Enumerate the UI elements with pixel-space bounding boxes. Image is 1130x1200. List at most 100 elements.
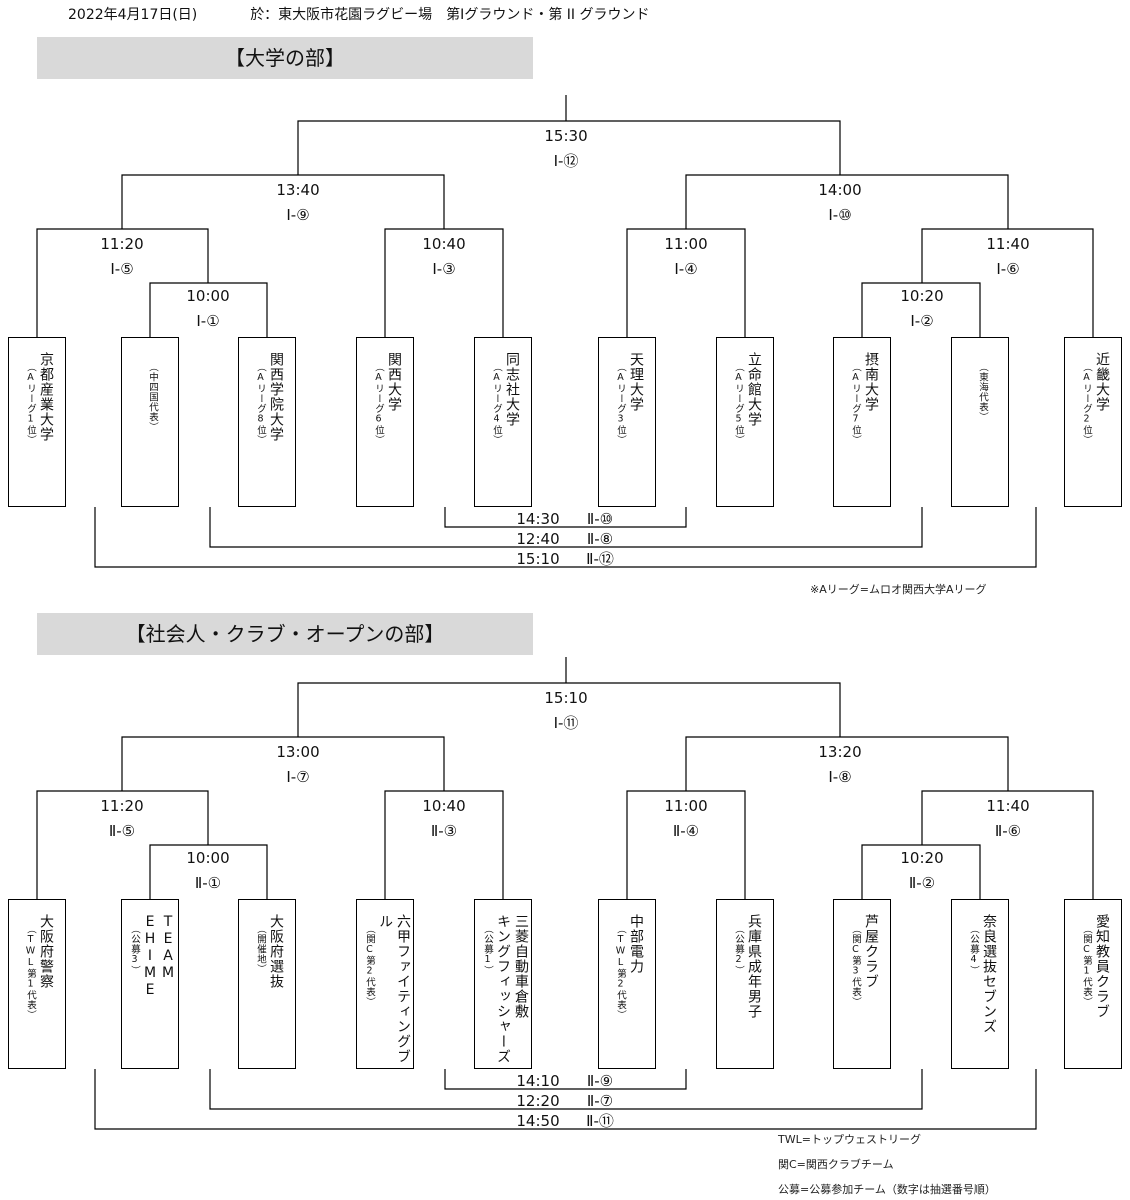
society-team-box-8: 芦屋クラブ（関C第3代表） xyxy=(833,899,891,1069)
university-match-4-time: 10:40 xyxy=(422,235,466,253)
university-match-9-ground: Ⅰ-⑫ xyxy=(553,152,579,170)
university-team-6-name: 天理大学 xyxy=(628,352,644,412)
university-team-10-qualifier: （Aリーグ2位） xyxy=(1081,362,1092,445)
society-team-3-qualifier: （開催地） xyxy=(255,924,266,974)
society-match-7-bracket xyxy=(121,736,445,791)
society-consolation-1-time: 14:10 xyxy=(516,1072,560,1090)
society-team-5-qualifier: （公募1） xyxy=(482,924,493,976)
society-consolation-2-time: 12:20 xyxy=(516,1092,560,1110)
society-consolation-3-ground: Ⅱ-⑪ xyxy=(586,1112,614,1130)
university-team-box-3: 関西学院大学（Aリーグ8位） xyxy=(238,337,296,507)
abbrev-note-kanc: 関C=関西クラブチーム xyxy=(778,1158,894,1171)
university-team-box-9: （東海代表） xyxy=(951,337,1009,507)
society-match-1-time: 10:00 xyxy=(186,849,230,867)
university-match-7-bracket xyxy=(121,174,445,229)
university-match-2-ground: Ⅰ-② xyxy=(910,312,934,330)
university-team-3-name: 関西学院大学 xyxy=(268,352,284,442)
society-match-2-bracket xyxy=(861,844,981,899)
society-team-4-qualifier: （関C第2代表） xyxy=(364,924,375,1007)
society-match-1-ground: Ⅱ-① xyxy=(194,874,222,892)
university-section-title: 【大学の部】 xyxy=(225,46,345,70)
university-team-3-qualifier: （Aリーグ8位） xyxy=(255,362,266,445)
society-match-4-time: 10:40 xyxy=(422,797,466,815)
university-match-1-time: 10:00 xyxy=(186,287,230,305)
society-match-8-ground: Ⅰ-⑧ xyxy=(828,768,852,786)
society-team-box-9: 奈良選抜セブンズ（公募4） xyxy=(951,899,1009,1069)
university-team-4-name: 関西大学 xyxy=(386,352,402,412)
university-team-box-2: （中四国代表） xyxy=(121,337,179,507)
society-section-band: 【社会人・クラブ・オープンの部】 xyxy=(37,613,533,655)
university-team-4-qualifier: （Aリーグ6位） xyxy=(373,362,384,445)
university-team-box-4: 関西大学（Aリーグ6位） xyxy=(356,337,414,507)
society-match-5-ground: Ⅱ-④ xyxy=(672,822,700,840)
society-team-9-name: 奈良選抜セブンズ xyxy=(981,914,997,1034)
university-consolation-1-ground: Ⅱ-⑩ xyxy=(586,510,614,528)
university-consolation-2-bracket xyxy=(209,507,923,548)
society-consolation-2-ground: Ⅱ-⑦ xyxy=(586,1092,614,1110)
society-team-6-name: 中部電力 xyxy=(628,914,644,974)
university-match-1-ground: Ⅰ-① xyxy=(196,312,220,330)
society-consolation-1-bracket xyxy=(444,1069,687,1090)
society-team-10-name: 愛知教員クラブ xyxy=(1094,914,1110,1019)
society-match-7-ground: Ⅰ-⑦ xyxy=(286,768,310,786)
university-match-8-bracket xyxy=(685,174,1009,229)
university-team-1-name: 京都産業大学 xyxy=(38,352,54,442)
society-match-2-time: 10:20 xyxy=(900,849,944,867)
university-team-box-10: 近畿大学（Aリーグ2位） xyxy=(1064,337,1122,507)
society-team-5-name-2: キングフィッシャーズ xyxy=(495,914,511,1064)
society-consolation-3-time: 14:50 xyxy=(516,1112,560,1130)
university-team-10-name: 近畿大学 xyxy=(1094,352,1110,412)
society-team-7-name: 兵庫県成年男子 xyxy=(746,914,762,1019)
university-match-3-time: 11:20 xyxy=(100,235,144,253)
society-section-title: 【社会人・クラブ・オープンの部】 xyxy=(125,622,445,646)
university-team-7-qualifier: （Aリーグ5位） xyxy=(733,362,744,445)
society-team-box-7: 兵庫県成年男子（公募2） xyxy=(716,899,774,1069)
university-team-9-qualifier: （東海代表） xyxy=(977,362,988,422)
university-team-1-qualifier: （Aリーグ1位） xyxy=(25,362,36,445)
society-team-box-3: 大阪府選抜（開催地） xyxy=(238,899,296,1069)
university-consolation-1-time: 14:30 xyxy=(516,510,560,528)
society-match-2-ground: Ⅱ-② xyxy=(908,874,936,892)
society-match-9-ground: Ⅰ-⑪ xyxy=(553,714,579,732)
university-team-5-qualifier: （Aリーグ4位） xyxy=(491,362,502,445)
university-match-5-ground: Ⅰ-④ xyxy=(674,260,698,278)
university-consolation-3-bracket xyxy=(94,507,1037,568)
society-team-9-qualifier: （公募4） xyxy=(968,924,979,976)
society-match-7-time: 13:00 xyxy=(276,743,320,761)
society-team-box-1: 大阪府警察（TWL第1代表） xyxy=(8,899,66,1069)
society-team-1-name: 大阪府警察 xyxy=(38,914,54,989)
university-team-2-qualifier: （中四国代表） xyxy=(147,362,158,432)
society-match-6-time: 11:40 xyxy=(986,797,1030,815)
society-team-5-name: 三菱自動車倉敷 xyxy=(513,914,529,1019)
society-consolation-1-ground: Ⅱ-⑨ xyxy=(586,1072,614,1090)
university-consolation-2-time: 12:40 xyxy=(516,530,560,548)
university-consolation-3-ground: Ⅱ-⑫ xyxy=(586,550,614,568)
university-match-8-ground: Ⅰ-⑩ xyxy=(828,206,852,224)
society-match-5-time: 11:00 xyxy=(664,797,708,815)
event-venue: 於：東大阪市花園ラグビー場 第Iグラウンド・第 II グラウンド xyxy=(250,7,650,23)
society-team-10-qualifier: （関C第1代表） xyxy=(1081,924,1092,1007)
society-team-box-10: 愛知教員クラブ（関C第1代表） xyxy=(1064,899,1122,1069)
society-match-3-time: 11:20 xyxy=(100,797,144,815)
society-team-7-qualifier: （公募2） xyxy=(733,924,744,976)
society-team-box-4: 六甲ファイティングブル（関C第2代表） xyxy=(356,899,414,1069)
society-team-4-name-2: ル xyxy=(377,914,393,929)
university-section-band: 【大学の部】 xyxy=(37,37,533,79)
society-consolation-2-bracket xyxy=(209,1069,923,1110)
university-consolation-3-time: 15:10 xyxy=(516,550,560,568)
society-team-4-name: 六甲ファイティングブ xyxy=(395,914,411,1064)
university-match-8-time: 14:00 xyxy=(818,181,862,199)
university-team-box-1: 京都産業大学（Aリーグ1位） xyxy=(8,337,66,507)
society-match-8-bracket xyxy=(685,736,1009,791)
abbrev-note-twl: TWL=トップウェストリーグ xyxy=(778,1133,921,1146)
university-match-6-time: 11:40 xyxy=(986,235,1030,253)
university-match-9-bracket xyxy=(297,120,841,175)
university-match-2-bracket xyxy=(861,282,981,337)
society-match-8-time: 13:20 xyxy=(818,743,862,761)
society-team-8-name: 芦屋クラブ xyxy=(863,914,879,989)
university-match-2-time: 10:20 xyxy=(900,287,944,305)
society-team-2-qualifier: （公募3） xyxy=(129,924,140,976)
